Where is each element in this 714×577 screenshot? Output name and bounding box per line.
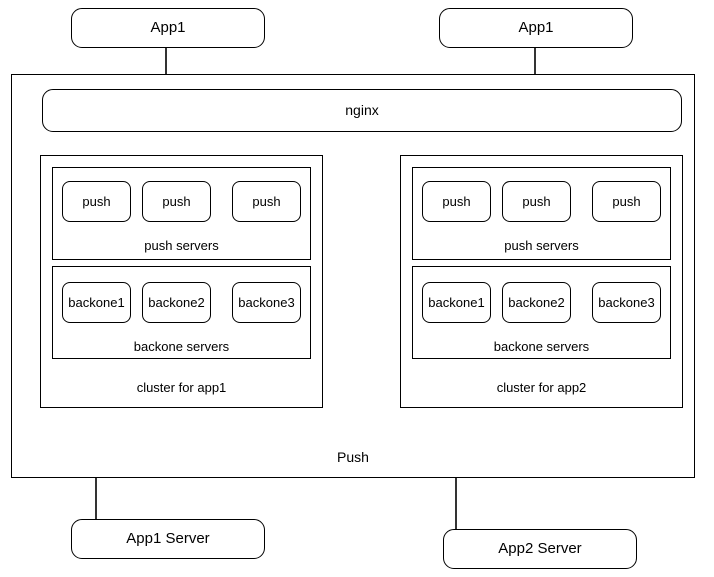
push-container-label: Push xyxy=(337,449,369,465)
nginx-box[interactable]: nginx xyxy=(42,89,682,132)
backone-node-app2-3[interactable]: backone3 xyxy=(592,282,661,323)
cluster-app1-label: cluster for app1 xyxy=(136,380,227,395)
push-node-app1-3[interactable]: push xyxy=(232,181,301,222)
backone-node-app2-1[interactable]: backone1 xyxy=(422,282,491,323)
client-app1-right[interactable]: App1 xyxy=(439,8,633,48)
push-servers-group-app2-label: push servers xyxy=(504,238,579,253)
push-servers-group-app1-label: push servers xyxy=(144,238,219,253)
cluster-app2-label: cluster for app2 xyxy=(496,380,587,395)
push-node-app2-2[interactable]: push xyxy=(502,181,571,222)
backone-node-app1-3[interactable]: backone3 xyxy=(232,282,301,323)
push-node-app1-1[interactable]: push xyxy=(62,181,131,222)
app2-server-box[interactable]: App2 Server xyxy=(443,529,637,569)
app1-server-box[interactable]: App1 Server xyxy=(71,519,265,559)
push-node-app1-2[interactable]: push xyxy=(142,181,211,222)
client-app1-left-label: App1 xyxy=(150,19,186,36)
backone-servers-group-app1-label: backone servers xyxy=(133,339,230,354)
app1-server-label: App1 Server xyxy=(126,530,210,547)
backone-node-app2-2[interactable]: backone2 xyxy=(502,282,571,323)
backone-node-app1-2[interactable]: backone2 xyxy=(142,282,211,323)
client-app1-right-label: App1 xyxy=(518,19,554,36)
backone-servers-group-app2-label: backone servers xyxy=(493,339,590,354)
client-app1-left[interactable]: App1 xyxy=(71,8,265,48)
nginx-label: nginx xyxy=(345,102,379,119)
app2-server-label: App2 Server xyxy=(498,540,582,557)
backone-node-app1-1[interactable]: backone1 xyxy=(62,282,131,323)
push-node-app2-3[interactable]: push xyxy=(592,181,661,222)
push-node-app2-1[interactable]: push xyxy=(422,181,491,222)
